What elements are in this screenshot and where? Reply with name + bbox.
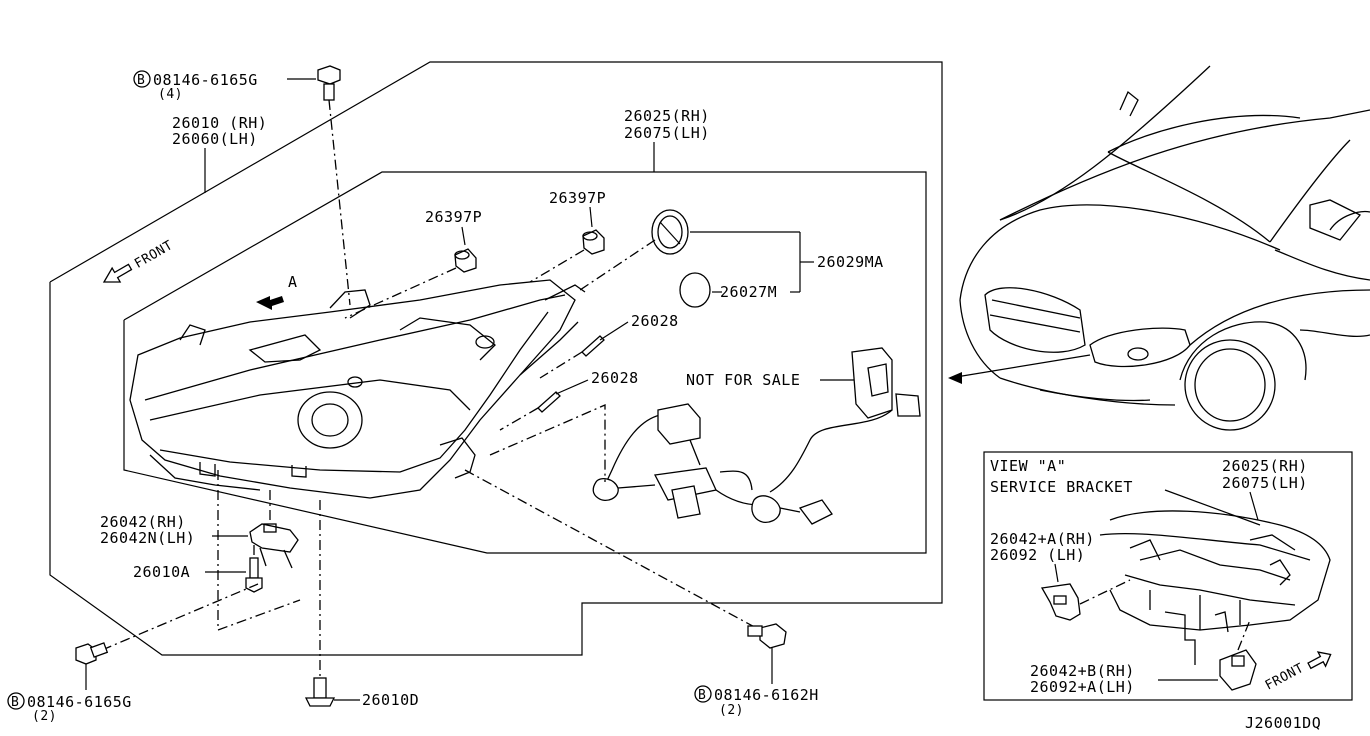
view-a-marker: A: [288, 273, 298, 291]
screw-bottom: 26010D: [304, 500, 419, 709]
seal-upper: 26028: [539, 312, 679, 379]
unit-frame: [123, 171, 927, 554]
car-illustration: [948, 65, 1370, 431]
headlamp-assy-rh: 26010 (RH): [172, 114, 267, 132]
cap-left-label: 26397P: [425, 208, 482, 226]
seal-lower: 26028: [499, 369, 639, 431]
inset-bracket-a-lh: 26092 (LH): [990, 546, 1085, 564]
inset-title: VIEW "A": [990, 457, 1066, 475]
inset-bracket-b-lh: 26092+A(LH): [1030, 678, 1135, 696]
screw-left: 26010A: [133, 545, 263, 593]
headlamp-unit-lh: 26075(LH): [624, 124, 710, 142]
not-for-sale-label: NOT FOR SALE: [686, 371, 800, 389]
inset-unit-lh: 26075(LH): [1222, 474, 1308, 492]
leader-dashes: [217, 404, 761, 631]
bolt-bottom-left-qty: (2): [32, 709, 57, 724]
bolt-bottom-right-marker: B: [698, 688, 706, 703]
inset-front-label: FRONT: [1263, 661, 1307, 694]
bolt-bottom-right: B 08146-6162H (2): [694, 623, 819, 718]
assembly-frame: [49, 61, 943, 656]
bracket-lh-label: 26042N(LH): [100, 529, 195, 547]
front-arrow-label: FRONT: [132, 238, 176, 272]
headlamp-unit-callout: 26025(RH) 26075(LH): [624, 107, 710, 172]
bolt-top-qty: (4): [158, 87, 183, 102]
diagram-code: J26001DQ: [1245, 714, 1321, 732]
bulb-socket: 26029MA 26027M: [579, 209, 884, 308]
bulb-socket-set-label: 26029MA: [817, 253, 884, 271]
view-a-arrow: A: [256, 273, 298, 310]
inset-bracket-a-rh: 26042+A(RH): [990, 530, 1095, 548]
bolt-top-part: 08146-6165G: [153, 71, 258, 89]
cap-right-label: 26397P: [549, 189, 606, 207]
bolt-bottom-left-marker: B: [11, 695, 19, 710]
screw-bottom-label: 26010D: [362, 691, 419, 709]
bolt-bottom-left: B 08146-6165G (2): [7, 583, 259, 724]
screw-left-label: 26010A: [133, 563, 190, 581]
bolt-bottom-left-part: 08146-6165G: [27, 693, 132, 711]
bracket-rh-label: 26042(RH): [100, 513, 186, 531]
front-arrow: FRONT: [102, 238, 176, 283]
headlamp-body: [129, 279, 586, 499]
wiring-harness: NOT FOR SALE: [592, 347, 921, 525]
bolt-top-marker: B: [137, 73, 145, 88]
headlamp-unit-rh: 26025(RH): [624, 107, 710, 125]
seal-lower-label: 26028: [591, 369, 639, 387]
inset-subtitle: SERVICE BRACKET: [990, 478, 1133, 496]
inset-bracket-b-rh: 26042+B(RH): [1030, 662, 1135, 680]
inset-unit-rh: 26025(RH): [1222, 457, 1308, 475]
headlamp-assy-lh: 26060(LH): [172, 130, 258, 148]
cap-left: 26397P: [344, 208, 482, 319]
headlamp-assy-callout: 26010 (RH) 26060(LH): [172, 114, 267, 193]
bolt-bottom-right-qty: (2): [719, 703, 744, 718]
cap-right: 26397P: [529, 189, 606, 283]
bolt-bottom-right-part: 08146-6162H: [714, 686, 819, 704]
seal-upper-label: 26028: [631, 312, 679, 330]
bolt-top: B 08146-6165G (4): [133, 65, 351, 306]
packing-label: 26027M: [720, 283, 777, 301]
view-a-inset: VIEW "A" SERVICE BRACKET 26025(RH) 26075…: [983, 451, 1353, 701]
bracket: 26042(RH) 26042N(LH): [100, 513, 299, 569]
